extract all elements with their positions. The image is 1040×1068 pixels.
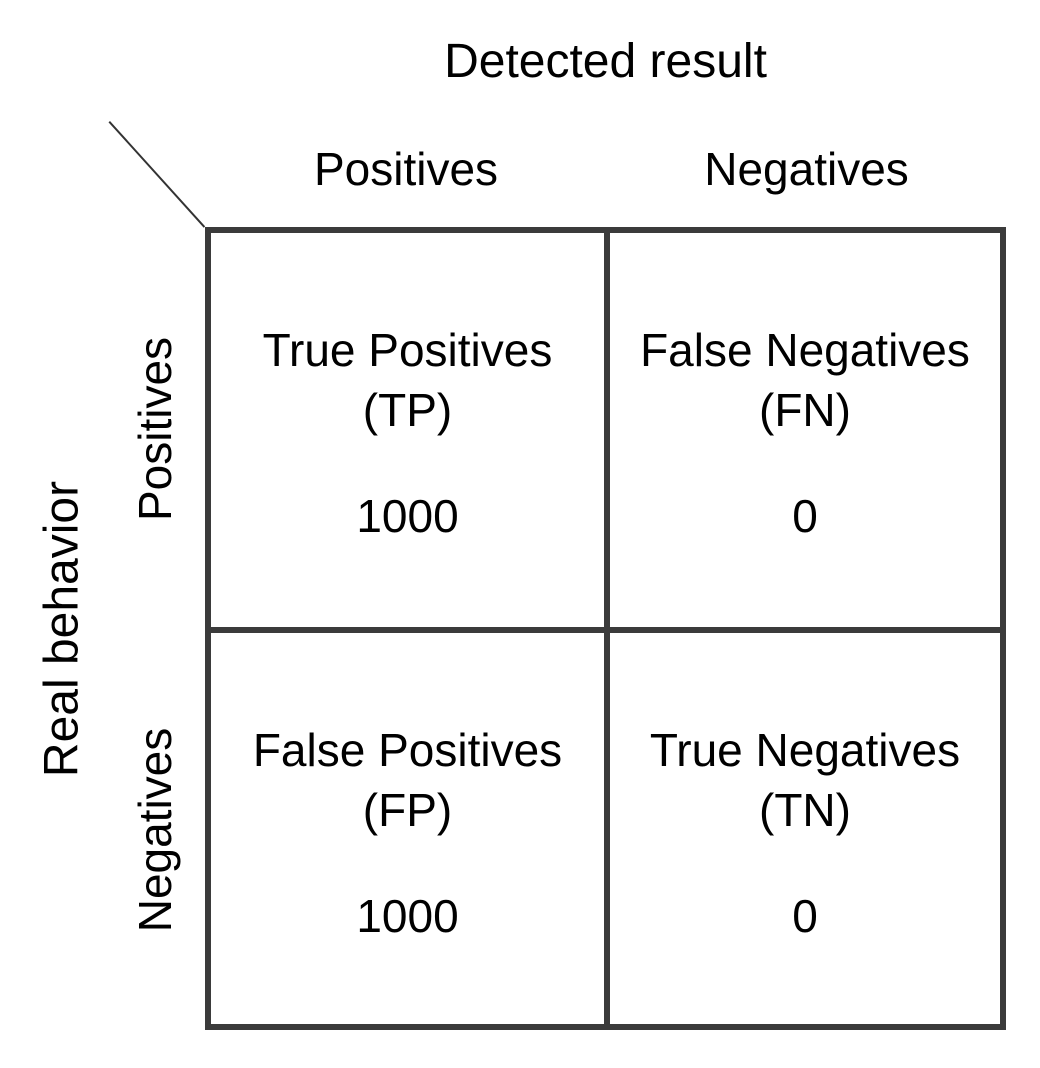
header-diagonal-divider [108,121,206,228]
cell-value: 0 [792,489,818,542]
column-axis-title: Detected result [444,35,767,88]
cell-value: 1000 [356,489,459,542]
column-header-positives: Positives [313,143,499,195]
cell-name: True Positives [262,324,553,376]
row-header-negatives: Negatives [129,727,181,933]
cell-true-positives: True Positives (TP) 1000 [211,233,604,627]
cell-name: False Negatives [640,324,970,376]
cell-label: True Positives (TP) [263,321,553,441]
cell-name: False Positives [252,724,563,776]
cell-true-negatives: True Negatives (TN) 0 [610,633,1000,1024]
matrix-grid: True Positives (TP) 1000 False Negatives… [205,227,1006,1030]
cell-label: False Positives (FP) [253,721,562,841]
row-axis-label: Real behavior [35,480,89,778]
cell-abbr: (TP) [362,383,453,436]
cell-abbr: (FP) [362,783,453,836]
cell-name: True Negatives [649,724,961,776]
cell-abbr: (FN) [759,383,851,436]
cell-false-positives: False Positives (FP) 1000 [211,633,604,1024]
cell-value: 0 [792,889,818,942]
cell-abbr: (TN) [759,783,851,836]
cell-label: False Negatives (FN) [640,321,970,441]
cell-false-negatives: False Negatives (FN) 0 [610,233,1000,627]
column-header-negatives: Negatives [704,143,909,195]
cell-label: True Negatives (TN) [650,721,960,841]
row-header-positives: Positives [129,336,181,522]
cell-value: 1000 [356,889,459,942]
